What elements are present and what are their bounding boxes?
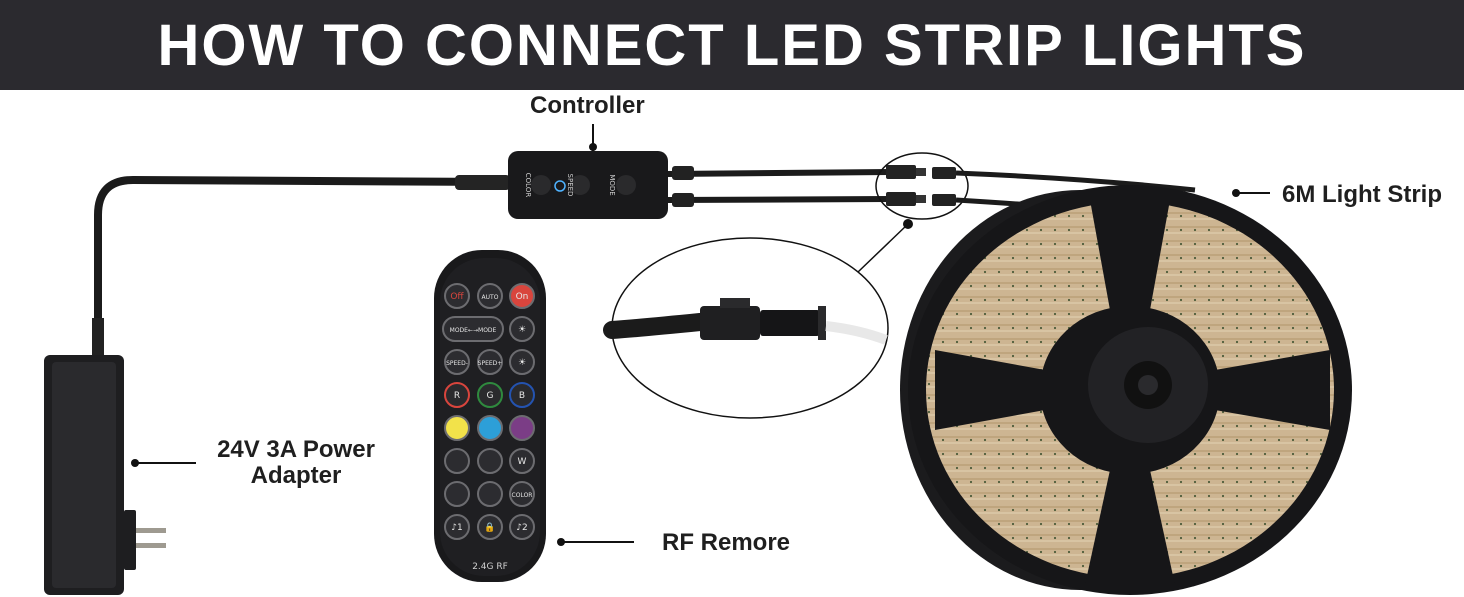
adapter-label: 24V 3A Power Adapter: [210, 437, 382, 489]
adapter-label-line1: 24V 3A Power: [217, 436, 375, 463]
remote-button-label: ♪1: [451, 523, 462, 533]
output-cable-bottom: [667, 196, 891, 203]
remote-button-label: MODE←→MODE: [450, 327, 497, 334]
light-strip-label: 6M Light Strip: [1282, 181, 1442, 208]
controller-mode-label: MODE: [608, 174, 616, 195]
remote-button-label: ☀: [518, 358, 526, 368]
output-cable-top: [667, 169, 891, 177]
title-banner: HOW TO CONNECT LED STRIP LIGHTS: [0, 0, 1464, 90]
remote-button[interactable]: [444, 514, 470, 540]
remote-button[interactable]: [444, 283, 470, 309]
power-adapter: [44, 318, 166, 595]
remote-button[interactable]: [509, 448, 535, 474]
controller-color-label: COLOR: [524, 173, 532, 198]
remote-button[interactable]: [444, 349, 470, 375]
cable-plug: [455, 175, 510, 190]
remote-button[interactable]: [477, 349, 503, 375]
power-cable: [94, 175, 509, 354]
remote-button-label: On: [516, 292, 529, 302]
remote-button[interactable]: [509, 415, 535, 441]
remote-button-label: 🔒: [484, 522, 495, 533]
remote-button-label: AUTO: [482, 294, 499, 301]
controller-speed-label: SPEED: [566, 174, 574, 197]
remote-button[interactable]: [509, 514, 535, 540]
remote-button-label: ☀: [518, 325, 526, 335]
remote-button-label: G: [487, 391, 494, 401]
page-title: HOW TO CONNECT LED STRIP LIGHTS: [157, 12, 1307, 78]
remote-button-label: ♪2: [516, 523, 527, 533]
remote-button[interactable]: [477, 415, 503, 441]
remote-button[interactable]: [477, 382, 503, 408]
remote-footer: 2.4G RF: [472, 562, 508, 572]
remote-button-label: B: [519, 391, 525, 401]
remote-button-label: Off: [450, 292, 464, 302]
controller: [508, 151, 668, 219]
remote-button[interactable]: [477, 283, 503, 309]
remote-button[interactable]: [444, 415, 470, 441]
remote-button-label: W: [518, 457, 527, 467]
remote-button[interactable]: [477, 481, 503, 507]
connector-pair: [886, 165, 956, 206]
adapter-label-line2: Adapter: [250, 462, 342, 489]
remote-button-label: R: [454, 391, 460, 401]
remote-button[interactable]: [477, 448, 503, 474]
remote-button-label: SPEED-: [446, 360, 468, 367]
light-strip-reel: [900, 185, 1352, 595]
remote-button[interactable]: [509, 283, 535, 309]
remote-button[interactable]: [509, 349, 535, 375]
remote-button-label: SPEED+: [478, 360, 503, 367]
remote-button[interactable]: [509, 316, 535, 342]
remote-button[interactable]: [442, 316, 504, 342]
controller-label: Controller: [530, 92, 645, 119]
remote-button[interactable]: [444, 382, 470, 408]
connector-zoom: [603, 237, 889, 419]
remote-button[interactable]: [509, 382, 535, 408]
remote-button[interactable]: [509, 481, 535, 507]
remote-button-label: COLOR: [512, 492, 533, 499]
remote-label: RF Remore: [662, 529, 791, 556]
remote-button[interactable]: [477, 514, 503, 540]
remote-button[interactable]: [444, 481, 470, 507]
remote-button[interactable]: [444, 448, 470, 474]
